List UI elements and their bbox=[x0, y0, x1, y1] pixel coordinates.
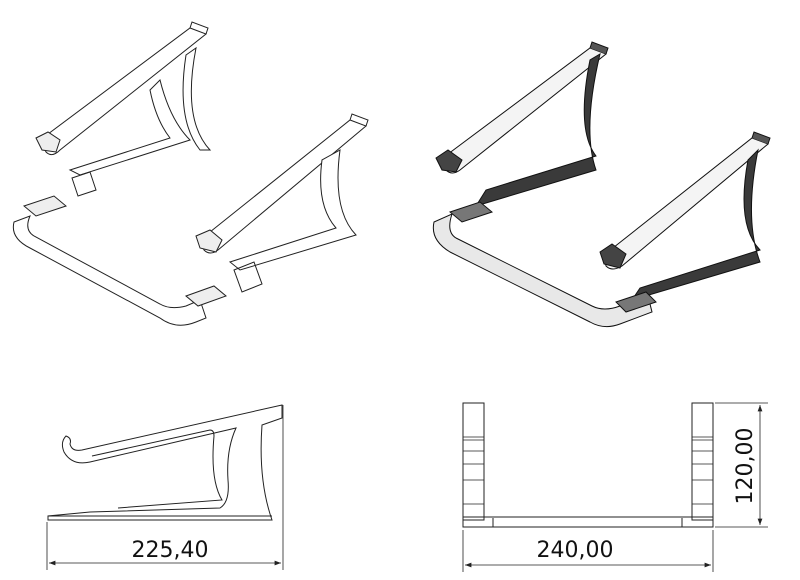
left-post bbox=[462, 402, 485, 521]
assembled-base-frame bbox=[432, 213, 653, 328]
upper-left-stand-part bbox=[35, 21, 212, 176]
front-width-dimension-label: 240,00 bbox=[537, 538, 614, 563]
side-width-dimension bbox=[46, 405, 284, 570]
front-dimensions bbox=[462, 402, 768, 572]
rear-left-rail bbox=[439, 47, 608, 174]
front-right-rail bbox=[603, 137, 769, 270]
front-view bbox=[462, 402, 714, 528]
front-base bbox=[462, 516, 714, 528]
side-profile-outline bbox=[47, 404, 283, 521]
base-frame-part bbox=[12, 195, 227, 326]
lower-tube-connector bbox=[233, 261, 263, 293]
side-view bbox=[47, 404, 283, 521]
side-width-dimension-label: 225,40 bbox=[132, 538, 209, 563]
exploded-isometric-view bbox=[12, 21, 369, 326]
front-right-support bbox=[630, 148, 761, 301]
upper-tube-connector bbox=[71, 171, 97, 197]
right-stand-part bbox=[195, 113, 369, 271]
right-post bbox=[691, 402, 714, 521]
front-height-dimension-label: 120,00 bbox=[733, 428, 758, 505]
assembled-isometric-view bbox=[432, 41, 771, 328]
